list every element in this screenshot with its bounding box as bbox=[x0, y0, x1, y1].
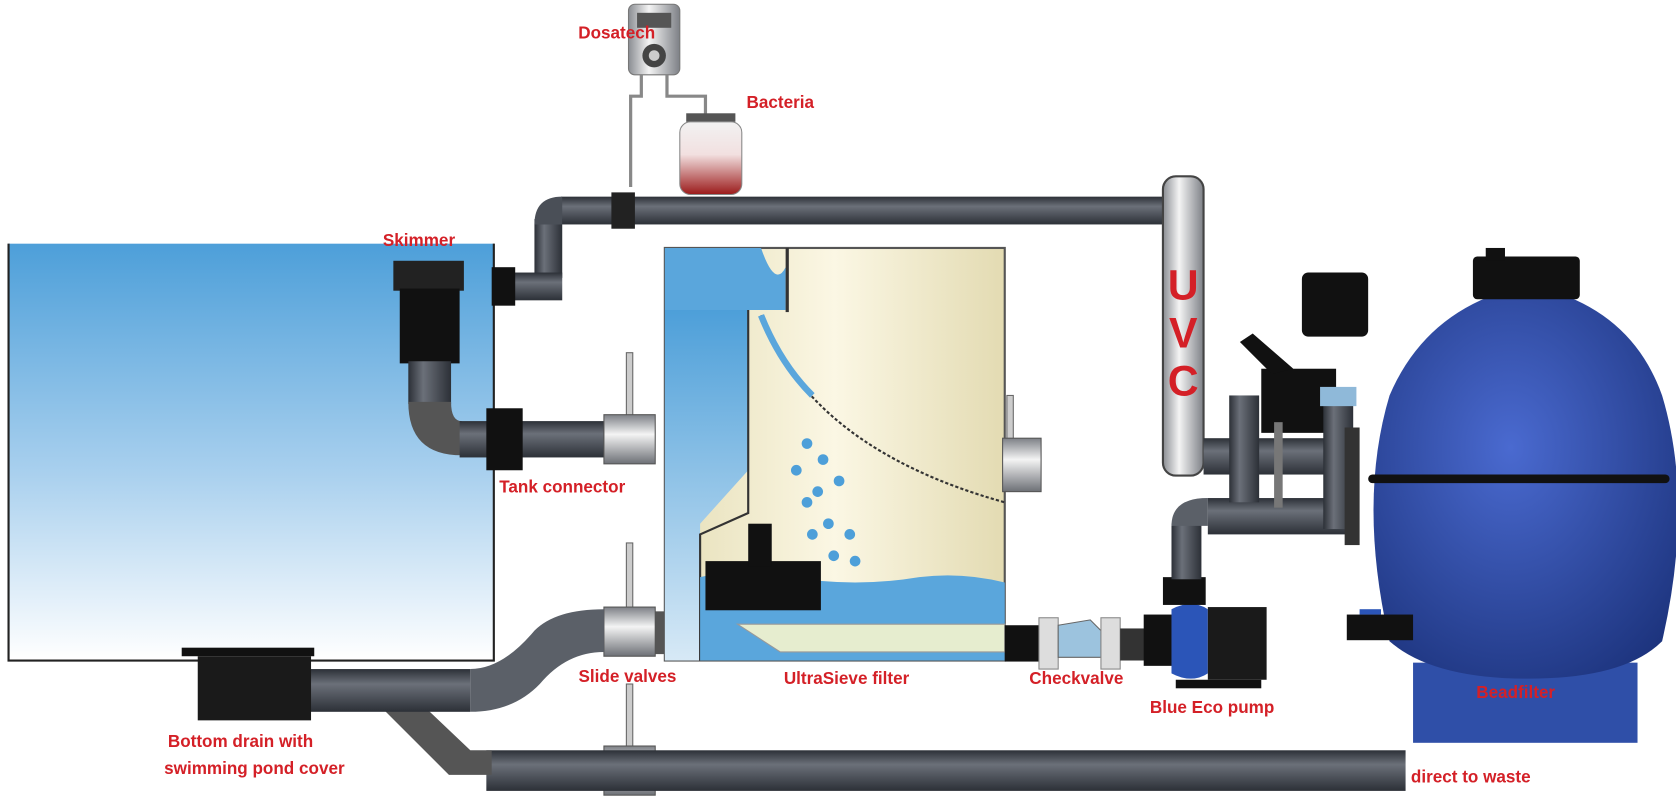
dosing-injection-point bbox=[611, 192, 635, 229]
slide-valve-skimmer bbox=[603, 352, 656, 465]
bottom-drain bbox=[197, 656, 312, 721]
water-drops bbox=[790, 438, 861, 567]
tank-connector bbox=[486, 408, 523, 471]
drain-valve bbox=[1346, 614, 1414, 641]
label-slide-valves: Slide valves bbox=[578, 667, 676, 686]
blue-eco-pump bbox=[1143, 498, 1267, 689]
label-dosatech: Dosatech bbox=[578, 23, 655, 42]
uvc-letter-c: C bbox=[1168, 357, 1199, 405]
label-ultrasieve-filter: UltraSieve filter bbox=[784, 669, 910, 688]
ultrasieve-filter bbox=[663, 246, 1042, 662]
uvc-letter-u: U bbox=[1168, 261, 1199, 309]
label-checkvalve: Checkvalve bbox=[1029, 669, 1123, 688]
dosatech-doser bbox=[627, 3, 708, 188]
skimmer-outlet-connector bbox=[491, 267, 516, 306]
label-bottom-drain-line2: swimming pond cover bbox=[164, 759, 345, 778]
label-bottom-drain-line1: Bottom drain with bbox=[168, 732, 313, 751]
slide-valve-drain bbox=[603, 542, 656, 657]
beadfilter bbox=[1346, 247, 1676, 743]
label-skimmer: Skimmer bbox=[383, 231, 456, 250]
uvc-letter-v: V bbox=[1169, 309, 1198, 357]
multiport-valve bbox=[1203, 272, 1369, 546]
label-direct-to-waste: direct to waste bbox=[1411, 767, 1531, 786]
waste-pipe bbox=[486, 750, 1406, 791]
return-pipe bbox=[491, 192, 1166, 306]
label-bacteria: Bacteria bbox=[747, 93, 815, 112]
label-blue-eco-pump: Blue Eco pump bbox=[1150, 698, 1274, 717]
bacteria-container bbox=[679, 113, 743, 196]
swimming-pond-cover bbox=[181, 647, 315, 657]
labels: Dosatech Bacteria Skimmer Tank connector… bbox=[164, 23, 1555, 786]
bottom-drain-pipework bbox=[181, 609, 1406, 791]
label-tank-connector: Tank connector bbox=[499, 478, 625, 497]
skimmer bbox=[393, 260, 610, 471]
pressure-gauge-housing bbox=[1301, 272, 1369, 337]
label-beadfilter: Beadfilter bbox=[1476, 683, 1555, 702]
checkvalve bbox=[1004, 617, 1146, 670]
uvc-clarifier: U V C bbox=[1161, 175, 1205, 477]
